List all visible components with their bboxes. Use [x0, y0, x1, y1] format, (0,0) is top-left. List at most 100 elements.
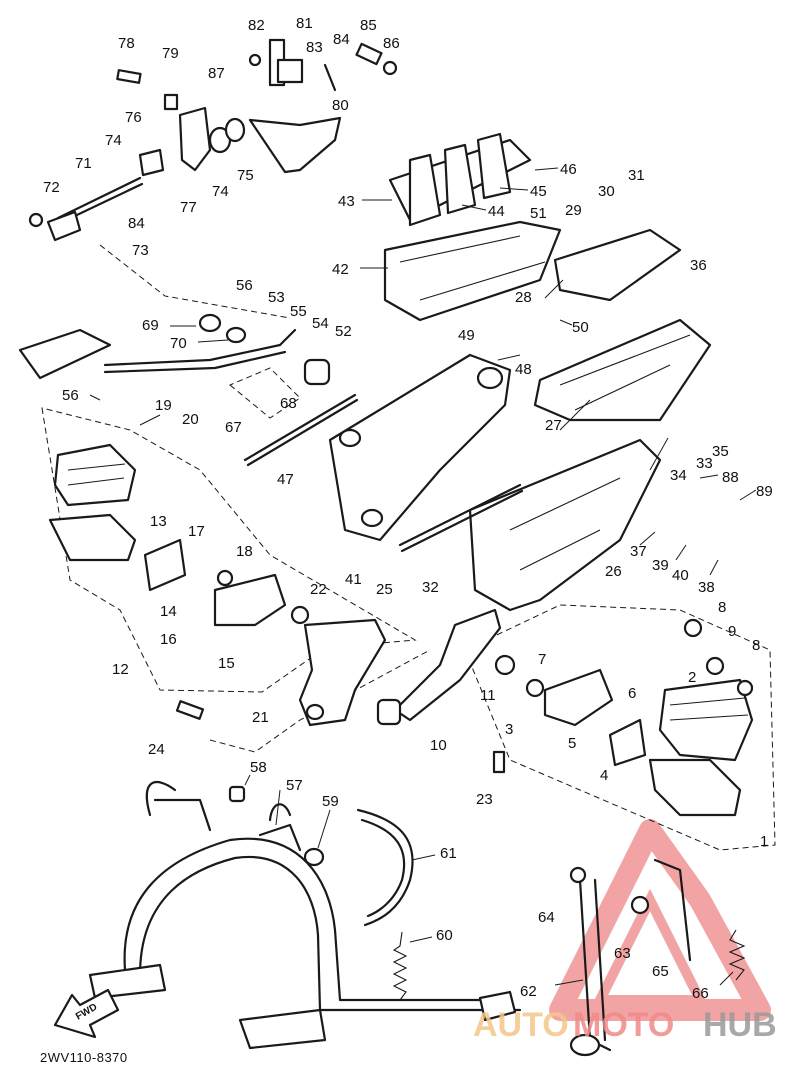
- callout-71: 71: [75, 155, 92, 172]
- callout-68: 68: [280, 395, 297, 412]
- spring-60: [392, 931, 408, 1001]
- callout-79: 79: [162, 45, 179, 62]
- callout-73: 73: [132, 242, 149, 259]
- callout-16: 16: [160, 631, 177, 648]
- callout-55: 55: [290, 303, 307, 320]
- callout-49: 49: [458, 327, 475, 344]
- callout-44: 44: [488, 203, 505, 220]
- shaft-47: [243, 393, 357, 462]
- watermark-moto: MOTO: [573, 1006, 674, 1044]
- callout-56a: 56: [236, 277, 253, 294]
- callout-14: 14: [160, 603, 177, 620]
- callout-78: 78: [118, 35, 135, 52]
- callout-21: 21: [252, 709, 269, 726]
- callout-4: 4: [600, 767, 608, 784]
- callout-45: 45: [530, 183, 547, 200]
- callout-81: 81: [296, 15, 313, 32]
- callout-8b: 8: [752, 637, 760, 654]
- callout-42: 42: [332, 261, 349, 278]
- callout-69: 69: [142, 317, 159, 334]
- callout-20: 20: [182, 411, 199, 428]
- rear-footrest-right: [533, 318, 712, 422]
- callout-56b: 56: [62, 387, 79, 404]
- callout-25: 25: [376, 581, 393, 598]
- callout-1: 1: [760, 833, 768, 850]
- callout-32: 32: [422, 579, 439, 596]
- callout-62: 62: [520, 983, 537, 1000]
- bracket-41: [328, 353, 512, 542]
- leader-dash-73: [99, 244, 291, 319]
- callout-7: 7: [538, 651, 546, 668]
- brake-pedal: [18, 313, 331, 386]
- callout-3: 3: [505, 721, 513, 738]
- callout-35: 35: [712, 443, 729, 460]
- callout-5: 5: [568, 735, 576, 752]
- callout-53: 53: [268, 289, 285, 306]
- watermark-auto: AUTO: [473, 1006, 569, 1044]
- callout-84b: 84: [128, 215, 145, 232]
- callout-17: 17: [188, 523, 205, 540]
- callout-67: 67: [225, 419, 242, 436]
- group-outline-1: [464, 604, 776, 851]
- front-footrest-right: [494, 618, 754, 817]
- callout-85: 85: [360, 17, 377, 34]
- callout-6: 6: [628, 685, 636, 702]
- callout-65: 65: [652, 963, 669, 980]
- callout-11: 11: [480, 687, 496, 704]
- callout-41: 41: [345, 571, 362, 588]
- diagram-code: 2WV110-8370: [40, 1050, 128, 1065]
- callout-87: 87: [208, 65, 225, 82]
- callout-63: 63: [614, 945, 631, 962]
- spring-66: [728, 929, 746, 981]
- callout-52: 52: [335, 323, 352, 340]
- callout-12: 12: [112, 661, 129, 678]
- callout-66: 66: [692, 985, 709, 1002]
- callout-51: 51: [530, 205, 547, 222]
- watermark-triangle: [549, 819, 771, 1021]
- callout-30: 30: [598, 183, 615, 200]
- callout-29: 29: [565, 202, 582, 219]
- callout-74a: 74: [105, 132, 122, 149]
- callout-89: 89: [756, 483, 773, 500]
- callout-72: 72: [43, 179, 60, 196]
- callout-47: 47: [277, 471, 294, 488]
- callout-58: 58: [250, 759, 267, 776]
- callout-33: 33: [696, 455, 713, 472]
- front-footrest-left: [48, 443, 310, 627]
- callout-27: 27: [545, 417, 562, 434]
- callout-75: 75: [237, 167, 254, 184]
- callout-76: 76: [125, 109, 142, 126]
- callout-46: 46: [560, 161, 577, 178]
- callout-22: 22: [310, 581, 327, 598]
- callout-64: 64: [538, 909, 555, 926]
- callout-38: 38: [698, 579, 715, 596]
- callout-84a: 84: [333, 31, 350, 48]
- watermark-text: AUTO MOTO HUB: [473, 1006, 777, 1044]
- callout-18: 18: [236, 543, 253, 560]
- callout-70: 70: [170, 335, 187, 352]
- fwd-arrow-icon: FWD: [53, 988, 120, 1039]
- callout-31: 31: [628, 167, 645, 184]
- callout-37: 37: [630, 543, 647, 560]
- callout-86: 86: [383, 35, 400, 52]
- group-outline-67: [229, 367, 301, 419]
- callout-88: 88: [722, 469, 739, 486]
- callout-19: 19: [155, 397, 172, 414]
- callout-9: 9: [728, 623, 736, 640]
- center-stand: [88, 780, 522, 1050]
- callout-numbers: 78 79 82 81 83 84 85 86 87 80 76 74 71 7…: [43, 15, 773, 1002]
- bracket-61: [356, 808, 414, 927]
- callout-10: 10: [430, 737, 447, 754]
- callout-15: 15: [218, 655, 235, 672]
- callout-28: 28: [515, 289, 532, 306]
- callout-74b: 74: [212, 183, 229, 200]
- shaft-32: [398, 483, 522, 547]
- callout-26: 26: [605, 563, 622, 580]
- callout-39: 39: [652, 557, 669, 574]
- callout-82: 82: [248, 17, 265, 34]
- callout-43: 43: [338, 193, 355, 210]
- callout-13: 13: [150, 513, 167, 530]
- watermark-logo: [549, 819, 771, 1021]
- leader-lines: [89, 167, 757, 986]
- callout-36: 36: [690, 257, 707, 274]
